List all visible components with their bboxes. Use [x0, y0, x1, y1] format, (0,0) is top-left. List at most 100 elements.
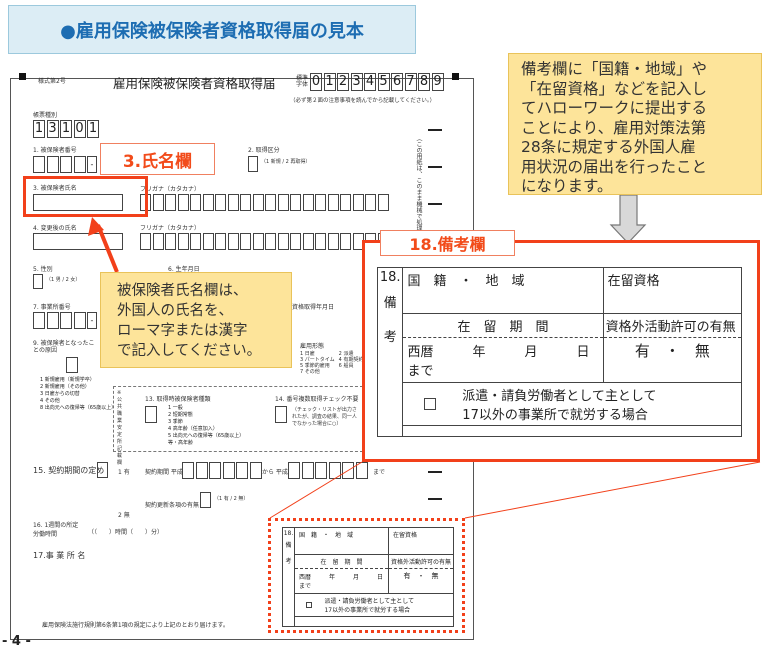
remarks-table-small: 18.備考 国 籍 ・ 地 域 在留資格 在 留 期 間西暦 年 月 日まで 資… — [282, 527, 455, 627]
furigana-cell — [277, 194, 289, 211]
remarks-side-label: 考 — [383, 330, 397, 345]
furigana-cell — [165, 233, 176, 250]
furigana-cell — [140, 233, 151, 250]
down-arrow-icon — [609, 194, 647, 244]
field-label: 2. 取得区分 — [248, 147, 280, 154]
field-label: 6. 生年月日 — [168, 266, 200, 273]
option-text: 等・高年齢 — [168, 440, 194, 446]
duplicate-check-box — [275, 406, 287, 423]
field-label: 9. 被保険者となったことの原因 — [33, 340, 95, 354]
form-number: 様式第2号 — [38, 78, 66, 85]
nationality-field: 国 籍 ・ 地 域 — [402, 267, 604, 314]
field-label: 16. 1週間の所定労働時間 — [33, 522, 79, 538]
dash-mark — [428, 203, 442, 205]
name-field-label: 3.氏名欄 — [100, 143, 215, 175]
nationality-field: 国 籍 ・ 地 域 — [293, 527, 389, 555]
corner-mark — [19, 73, 26, 80]
furigana-cell — [327, 233, 339, 250]
form-footer: 雇用保険法施行規則第6条第1項の規定により上記のとおり届けます。 — [42, 622, 229, 629]
residence-status-field: 在留資格 — [602, 267, 743, 314]
work-permit-options: 有 ・ 無 — [403, 571, 439, 580]
acquisition-type-box — [248, 156, 258, 172]
furigana-cell — [352, 194, 364, 211]
field-label: から 平成 — [262, 469, 288, 476]
corner-mark — [452, 73, 459, 80]
digit-cell: 1 — [33, 120, 45, 138]
dispatch-checkbox[interactable] — [306, 601, 313, 608]
remarks-number: 18. — [379, 270, 401, 285]
dispatch-checkbox[interactable] — [423, 397, 436, 410]
residence-period-label: 在 留 期 間 — [403, 314, 603, 338]
remarks-table-large: 18.備考 国 籍 ・ 地 域 在留資格 在 留 期 間西暦 年 月 日まで 資… — [376, 267, 743, 438]
option-text: 1 新規雇用（新規学卒） — [40, 377, 95, 383]
furigana-cell — [190, 233, 201, 250]
residence-period-field: 西暦 年 月 日まで — [407, 344, 590, 379]
digit-cell: 2 — [337, 73, 349, 91]
option-text: 4 その他 — [40, 398, 60, 404]
furigana-cell — [265, 233, 276, 250]
residence-period-label: 在 留 期 間 — [294, 555, 388, 569]
furigana-cell — [252, 194, 264, 211]
option-text: 2 派遣 — [338, 351, 354, 357]
field-label: フリガナ（カタカナ） — [140, 186, 201, 193]
note-line: 備考欄に「国籍・地域」や — [521, 60, 708, 78]
furigana-cell — [202, 194, 214, 211]
work-permit-options: 有 ・ 無 — [634, 341, 710, 360]
work-permit-label: 資格外活動許可の有無 — [388, 555, 453, 569]
furigana-cell — [152, 194, 164, 211]
field-label: 4. 変更後の氏名 — [33, 225, 77, 232]
option-text: 5 出向元への復帰等（65歳以上） — [168, 433, 245, 439]
option-text: （1 有 / 2 無） — [214, 496, 249, 502]
name-field-highlight — [23, 176, 148, 217]
option-text: 4 有期契約 — [338, 357, 364, 363]
digit-cell: 0 — [73, 120, 86, 138]
field-label: 14. 番号複数取得チェック不要 — [275, 396, 359, 403]
page-number: - 4 - — [2, 634, 31, 649]
insured-name-field — [33, 194, 123, 211]
furigana-cell — [240, 233, 251, 250]
hours-field: （（ ）時間（ ）分） — [88, 529, 164, 536]
remarks-number: 18. — [283, 530, 294, 537]
dash-mark — [428, 129, 442, 131]
residence-status-field: 在留資格 — [387, 527, 455, 555]
remarks-highlight — [268, 518, 465, 633]
digit-cell: 4 — [364, 73, 376, 91]
furigana-cell — [327, 194, 339, 211]
digit-cell: 3 — [46, 120, 59, 138]
furigana-cell — [340, 233, 351, 250]
residence-period-field: 西暦 年 月 日まで — [298, 573, 383, 590]
field-label: フリガナ（カタカナ） — [140, 225, 201, 232]
digit-cell: 9 — [431, 73, 444, 91]
changed-name-field — [33, 233, 123, 250]
note-line: になります。 — [521, 177, 613, 195]
name-note: 被保険者氏名欄は、 外国人の氏名を、 ローマ字または漢字 で記入してください。 — [100, 272, 292, 368]
field-label: 資格取得年月日 — [292, 304, 335, 311]
remarks-free-field — [293, 616, 455, 627]
form-title: 雇用保険被保険者資格取得届 — [113, 76, 276, 91]
digit-cell: 1 — [87, 120, 99, 138]
field-label: まで — [373, 469, 386, 476]
option-text: 3 日雇からの切替 — [40, 391, 80, 397]
contract-period-box — [97, 462, 108, 478]
arrow-head-icon — [88, 217, 104, 236]
furigana-field — [140, 194, 390, 211]
name-arrow-line — [96, 224, 119, 273]
field-label: 7. 事業所番号 — [33, 304, 71, 311]
furigana-cell — [315, 194, 326, 211]
note-line: 被保険者氏名欄は、 — [117, 283, 248, 299]
furigana-cell — [302, 194, 314, 211]
insured-number-field: - — [33, 156, 99, 173]
dispatch-text: 17以外の事業所で就労する場合 — [324, 606, 411, 614]
option-text: 6 船員 — [338, 363, 354, 369]
field-label: 契約期間 平成 — [145, 469, 183, 476]
option-text: 1 有 — [118, 469, 130, 476]
contract-start-field — [182, 462, 263, 479]
note-line: 外国人の氏名を、 — [117, 303, 233, 319]
field-label: 17.事 業 所 名 — [33, 551, 86, 560]
